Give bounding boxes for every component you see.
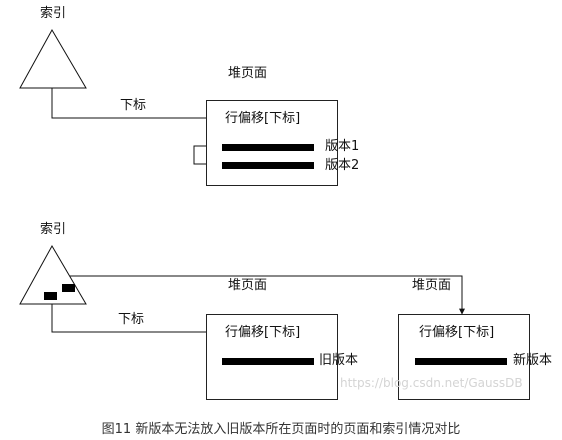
bottom-subscript-label: 下标 [118, 312, 145, 327]
top-heap-page: 行偏移[下标] 版本1 版本2 [206, 100, 359, 186]
new-heap-page: 行偏移[下标] 新版本 [398, 314, 552, 400]
watermark: https://blog.csdn.net/GaussDB [340, 376, 523, 390]
bottom-right-heap-label: 堆页面 [412, 278, 452, 293]
new-row-offset-label: 行偏移[下标] [419, 325, 495, 340]
old-row-offset-label: 行偏移[下标] [225, 325, 301, 340]
top-subscript-label: 下标 [120, 98, 147, 113]
old-version-bar [222, 358, 314, 365]
version1-bar [222, 144, 314, 151]
top-index-label: 索引 [40, 6, 67, 21]
bottom-index-to-new-page-arrow [70, 275, 465, 315]
version2-label: 版本2 [325, 158, 360, 173]
top-heap-label: 堆页面 [228, 66, 268, 81]
bottom-index-entry-block-1 [44, 292, 57, 300]
top-row-offset-label: 行偏移[下标] [225, 111, 301, 126]
old-version-label: 旧版本 [319, 353, 359, 368]
version1-label: 版本1 [325, 139, 360, 154]
bottom-index-entry-block-2 [62, 284, 75, 292]
new-version-bar [415, 358, 507, 365]
bottom-index-to-old-offset-arrow [51, 304, 223, 335]
figure-caption: 图11 新版本无法放入旧版本所在页面时的页面和索引情况对比 [101, 422, 461, 437]
bottom-left-heap-label: 堆页面 [228, 278, 268, 293]
bottom-index-label: 索引 [40, 222, 67, 237]
top-index-to-offset-arrow [51, 88, 223, 121]
new-version-label: 新版本 [513, 353, 553, 368]
top-index-triangle [19, 28, 87, 89]
old-heap-page: 行偏移[下标] 旧版本 [206, 314, 358, 400]
version2-bar [222, 162, 314, 169]
